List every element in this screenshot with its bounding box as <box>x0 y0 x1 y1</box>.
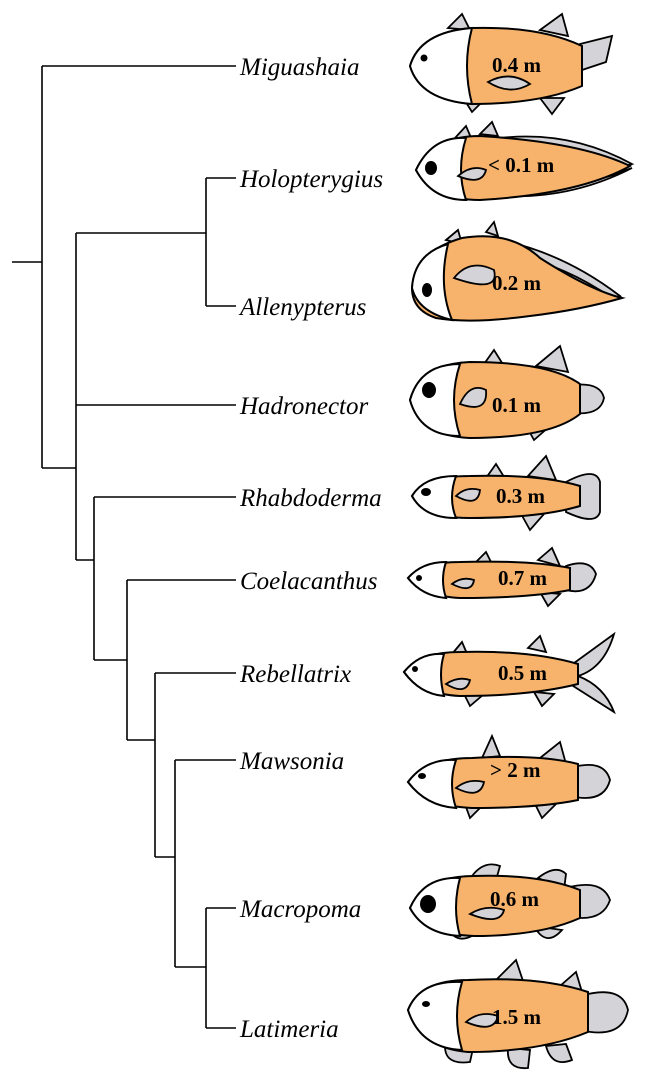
taxon-label-mawsonia: Mawsonia <box>239 748 344 775</box>
taxon-label-hadronector: Hadronector <box>239 393 368 420</box>
size-label-rebellatrix: 0.5 m <box>498 661 548 685</box>
fish-rebellatrix <box>402 631 616 715</box>
size-label-miguashaia: 0.4 m <box>492 53 542 77</box>
taxon-label-rhabdoderma: Rhabdoderma <box>239 485 382 512</box>
size-label-macropoma: 0.6 m <box>490 887 540 911</box>
fish-hadronector <box>408 344 605 442</box>
taxon-label-allenypterus: Allenypterus <box>238 294 366 321</box>
size-label-latimeria: 1.5 m <box>492 1005 542 1029</box>
taxon-label-macropoma: Macropoma <box>239 896 361 923</box>
fish-allenypterus <box>410 220 626 322</box>
size-label-hadronector: 0.1 m <box>492 393 542 417</box>
fish-macropoma <box>408 863 611 940</box>
fish-miguashaia <box>408 12 614 116</box>
cladogram-tree <box>12 65 236 1029</box>
fish-holopterygius <box>414 120 635 202</box>
taxon-label-holopterygius: Holopterygius <box>239 166 383 193</box>
size-label-mawsonia: > 2 m <box>490 758 541 782</box>
size-label-rhabdoderma: 0.3 m <box>496 484 546 508</box>
taxon-label-latimeria: Latimeria <box>239 1016 339 1043</box>
size-label-coelacanthus: 0.7 m <box>498 566 548 590</box>
taxon-label-coelacanthus: Coelacanthus <box>240 568 378 595</box>
fish-latimeria <box>406 958 629 1070</box>
fish-rhabdoderma <box>410 454 601 532</box>
fish-mawsonia <box>406 733 611 820</box>
size-label-holopterygius: < 0.1 m <box>488 153 555 177</box>
fish-coelacanthus <box>406 546 597 608</box>
taxon-label-miguashaia: Miguashaia <box>239 54 359 81</box>
size-label-allenypterus: 0.2 m <box>492 271 542 295</box>
taxon-labels: Miguashaia Holopterygius Allenypterus Ha… <box>238 54 383 1043</box>
taxon-label-rebellatrix: Rebellatrix <box>239 661 351 688</box>
